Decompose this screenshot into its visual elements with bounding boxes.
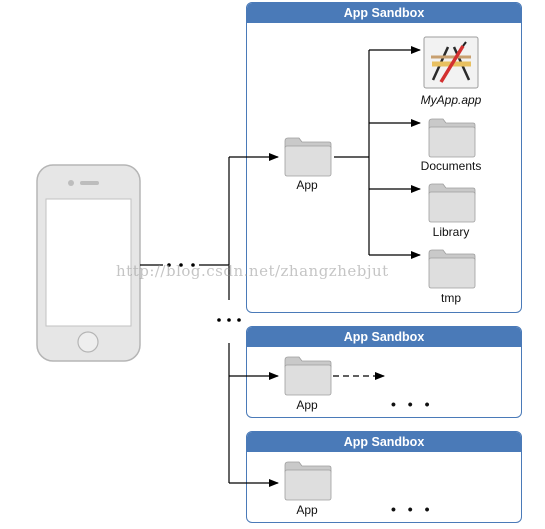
folder-label-app-second: App [296,398,318,412]
ellipsis-second: • • • [391,396,434,412]
folder-label-app: App [296,178,318,192]
sandbox-box-second: App Sandbox [246,326,522,418]
bundle-label: MyApp.app [420,93,482,107]
sandbox-box-third: App Sandbox [246,431,522,523]
folder-icon-documents [428,118,476,158]
folder-label-app-third: App [296,503,318,517]
iphone-device-icon [36,164,141,362]
folder-icon-library [428,183,476,223]
folder-label-library: Library [432,225,470,239]
folder-icon-tmp [428,249,476,289]
connector-lines [140,46,421,487]
watermark-text: http://blog.csdn.net/zhangzhebjut [116,262,389,280]
folder-label-tmp: tmp [440,291,462,305]
app-bundle-icon [423,36,479,89]
ellipsis-third: • • • [391,501,434,517]
folder-label-documents: Documents [420,159,482,173]
sandbox-header: App Sandbox [247,327,521,347]
sandbox-header: App Sandbox [247,432,521,452]
connector-dots [167,263,241,322]
folder-icon-app [284,137,332,177]
folder-icon-app-second [284,356,332,396]
folder-icon-app-third [284,461,332,501]
sandbox-header: App Sandbox [247,3,521,23]
